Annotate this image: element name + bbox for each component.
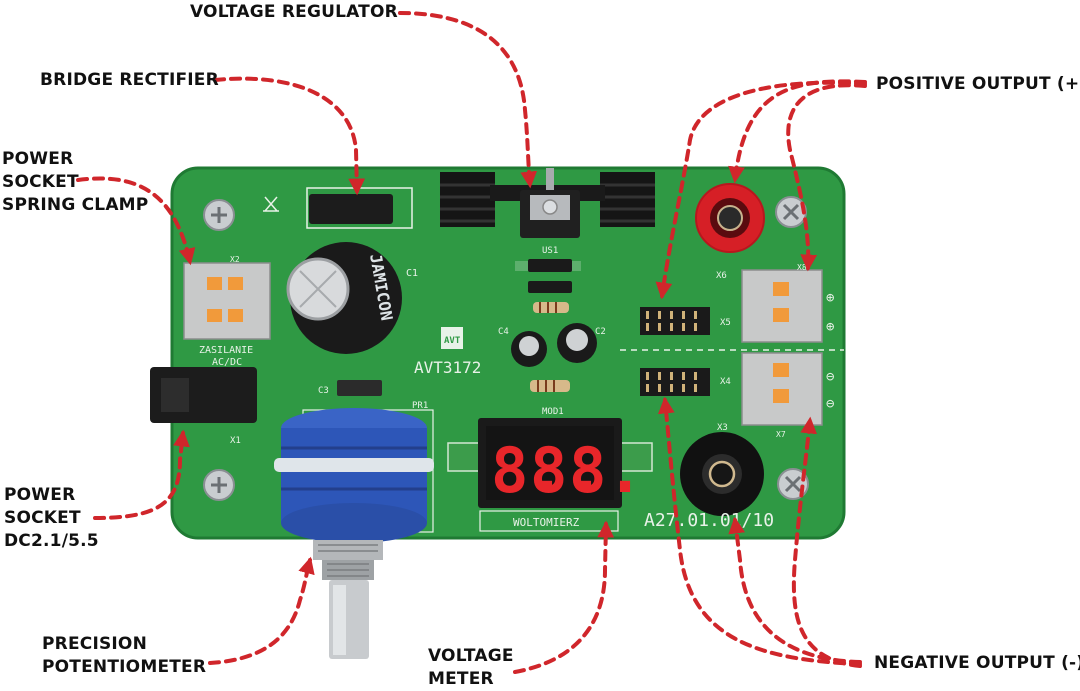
c1-silk: C1 — [406, 268, 418, 279]
label-voltage-meter: VOLTAGE METER — [428, 645, 514, 691]
x8-silk: X8 — [797, 263, 807, 272]
c2-silk: C2 — [595, 327, 606, 337]
label-voltage-regulator: VOLTAGE REGULATOR — [190, 2, 398, 22]
avt-logo: AVT — [444, 336, 461, 346]
potentiometer-component: PR1 — [274, 401, 434, 659]
minus-symbol-2: ⊖ — [826, 396, 835, 412]
display-digit-3: 8. — [569, 434, 644, 507]
label-power-socket-spring: POWER SOCKET SPRING CLAMP — [2, 148, 148, 217]
label-power-socket-spring-line-3: SPRING CLAMP — [2, 195, 149, 215]
pin-headers: X5 X4 — [620, 307, 844, 396]
x6-silk: X6 — [716, 271, 727, 281]
arrow-power-spring — [76, 176, 196, 266]
mounting-screws — [203, 196, 809, 501]
c3-silk: C3 — [318, 386, 329, 396]
positive-output-socket: X6 — [695, 183, 765, 281]
bridge-rectifier-component — [263, 187, 413, 229]
annotation-arrows — [76, 11, 867, 674]
arrow-negative-3 — [791, 416, 862, 668]
arrow-negative-2 — [657, 396, 862, 666]
display-digit-1: 8. — [491, 434, 566, 507]
label-power-socket-dc-line-1: POWER — [4, 485, 76, 505]
zasilanie-line-1: ZASILANIE — [199, 345, 253, 356]
label-positive-output: POSITIVE OUTPUT (+) — [876, 74, 1080, 94]
label-precision-potentiometer-line-2: POTENTIOMETER — [42, 657, 207, 677]
capacitor-c1: JAMICON C1 — [286, 242, 418, 354]
output-spring-clamps: X8 ⊕ ⊕ X7 ⊖ ⊖ — [741, 263, 835, 439]
arrow-power-dc — [93, 429, 190, 520]
label-power-socket-dc-line-3: DC2.1/5.5 — [4, 531, 99, 551]
x4-silk: X4 — [720, 377, 731, 387]
x1-silk: X1 — [230, 436, 241, 446]
label-power-socket-spring-line-2: SOCKET — [2, 172, 79, 192]
model-silk: AVT3172 — [414, 358, 481, 377]
silkscreen-branding: AVT AVT3172 — [414, 327, 481, 377]
us1-silk: US1 — [542, 246, 558, 256]
arrow-positive-2 — [655, 80, 867, 300]
mod1-silk: MOD1 — [542, 407, 564, 417]
label-precision-potentiometer-line-1: PRECISION — [42, 634, 148, 654]
label-voltage-meter-line-2: METER — [428, 669, 494, 689]
label-power-socket-spring-line-1: POWER — [2, 149, 74, 169]
plus-symbol-2: ⊕ — [826, 319, 835, 335]
voltmeter-component: MOD1 8. 8. 8. WOLTOMIERZ — [447, 407, 653, 532]
label-negative-output: NEGATIVE OUTPUT (-) — [874, 653, 1080, 673]
zasilanie-line-2: AC/DC — [212, 357, 242, 368]
diodes-resistors — [515, 259, 581, 392]
label-voltage-meter-line-1: VOLTAGE — [428, 646, 514, 666]
x2-silk: X2 — [230, 255, 240, 264]
pr1-silk: PR1 — [412, 401, 428, 411]
x5-silk: X5 — [720, 318, 731, 328]
x3-silk: X3 — [717, 423, 728, 433]
label-precision-potentiometer: PRECISION POTENTIOMETER — [42, 633, 206, 679]
voltage-regulator-component: US1 — [440, 168, 655, 256]
spring-clamp-x2: X2 ZASILANIE AC/DC — [183, 255, 271, 368]
arrow-positive-1 — [728, 79, 867, 184]
plus-symbol-1: ⊕ — [826, 290, 835, 306]
arrow-voltage-meter — [513, 520, 615, 674]
label-power-socket-dc-line-2: SOCKET — [4, 508, 81, 528]
label-bridge-rectifier: BRIDGE RECTIFIER — [40, 70, 219, 90]
board-code-silk: A27.01.01/10 — [644, 510, 774, 531]
minus-symbol-1: ⊖ — [826, 369, 835, 385]
display-digit-2: 8. — [530, 434, 605, 507]
arrow-positive-3 — [786, 83, 867, 272]
arrow-bridge-rectifier — [213, 76, 366, 196]
small-capacitors: C4 C2 — [498, 323, 606, 367]
arrow-potentiometer — [208, 556, 315, 665]
arrow-voltage-regulator — [398, 11, 538, 189]
label-power-socket-dc: POWER SOCKET DC2.1/5.5 — [4, 484, 99, 553]
dc-socket-x1: X1 C3 — [150, 367, 382, 446]
x7-silk: X7 — [776, 430, 786, 439]
woltomierz-silk: WOLTOMIERZ — [513, 516, 580, 529]
negative-output-socket: X3 — [680, 423, 764, 516]
c4-silk: C4 — [498, 327, 509, 337]
